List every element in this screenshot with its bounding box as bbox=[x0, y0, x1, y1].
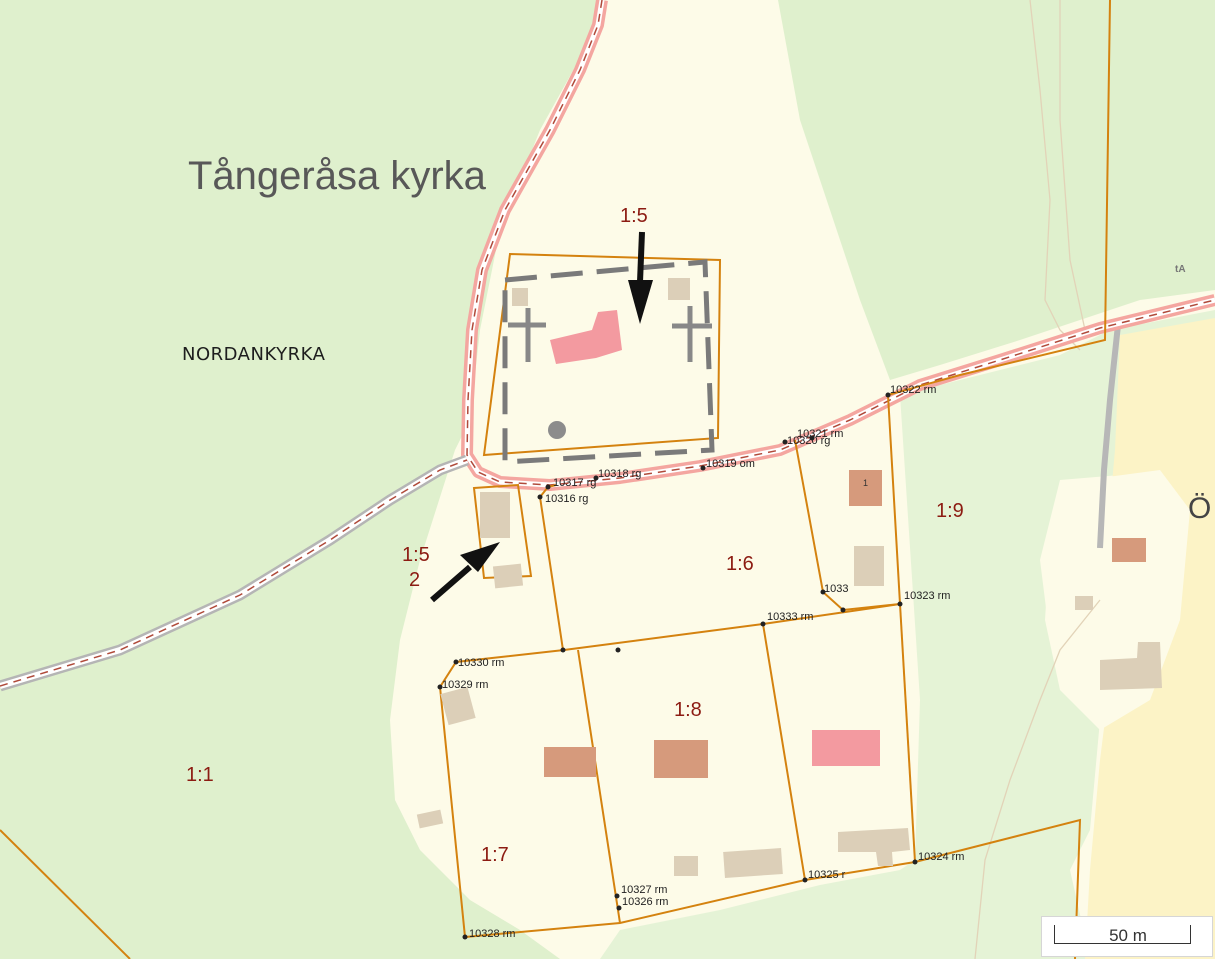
building bbox=[723, 848, 783, 878]
track-2 bbox=[1059, 0, 1086, 331]
point-label: 10317 rg bbox=[553, 477, 596, 489]
buildings bbox=[416, 470, 1162, 878]
point-label: 10328 rm bbox=[469, 928, 515, 940]
point-label: 1033 bbox=[824, 583, 848, 595]
cross-icon bbox=[508, 308, 546, 362]
parcel-label: 1:5 bbox=[620, 205, 648, 227]
place-title: Tångeråsa kyrka bbox=[188, 154, 487, 198]
building bbox=[812, 730, 880, 766]
parcel-label: 1:1 bbox=[186, 764, 214, 786]
building bbox=[838, 828, 910, 866]
building bbox=[1112, 538, 1146, 562]
parcel-label: 2 bbox=[409, 569, 420, 591]
building bbox=[674, 856, 698, 876]
point-label: 10318 rg bbox=[598, 468, 641, 480]
point-label: 10320 rg bbox=[787, 435, 830, 447]
forest-east bbox=[600, 310, 1215, 959]
survey-points bbox=[437, 392, 918, 940]
building bbox=[654, 740, 708, 778]
cross-icon bbox=[672, 306, 712, 362]
point-label: 10316 rg bbox=[545, 493, 588, 505]
scale-line bbox=[1054, 925, 1191, 944]
point-label: 10324 rm bbox=[918, 851, 964, 863]
churchyard bbox=[502, 259, 715, 465]
bell-tower-icon bbox=[548, 421, 566, 439]
point-label: 10326 rm bbox=[622, 896, 668, 908]
parcel-label: 1:9 bbox=[936, 500, 964, 522]
edge-label: Ö bbox=[1188, 492, 1211, 525]
building bbox=[492, 563, 524, 589]
point-label: 10333 rm bbox=[767, 611, 813, 623]
building bbox=[1100, 642, 1162, 690]
scale-bar: 50 m bbox=[1041, 916, 1213, 957]
building-number: 1 bbox=[863, 478, 868, 488]
church-building bbox=[550, 310, 622, 364]
parcel-label: 1:6 bbox=[726, 553, 754, 575]
building bbox=[440, 686, 476, 726]
point-label: 10330 rm bbox=[458, 657, 504, 669]
scale-label: 50 m bbox=[1109, 926, 1147, 945]
track-3 bbox=[974, 599, 1101, 959]
main-road bbox=[461, 0, 1215, 491]
building bbox=[1075, 596, 1093, 610]
arrow-icon-down bbox=[628, 231, 653, 324]
parcel-label: 1:8 bbox=[674, 699, 702, 721]
area-name: NORDANKYRKA bbox=[182, 344, 326, 365]
building bbox=[668, 278, 690, 300]
point-label: 10321 rm bbox=[797, 428, 843, 440]
point-label: 10323 rm bbox=[904, 590, 950, 602]
point-label: 10322 rm bbox=[890, 384, 936, 396]
arrow-icon-up-right bbox=[430, 542, 500, 603]
road-west bbox=[0, 454, 469, 692]
building bbox=[854, 546, 884, 586]
forest-west bbox=[0, 0, 600, 959]
building bbox=[416, 809, 444, 829]
small-tag: tA bbox=[1175, 264, 1186, 275]
building bbox=[512, 288, 528, 306]
parcel-label: 1:5 bbox=[402, 544, 430, 566]
point-label: 10327 rm bbox=[621, 884, 667, 896]
point-label: 10325 r bbox=[808, 869, 846, 881]
track-1 bbox=[1029, 0, 1081, 351]
access-road bbox=[1097, 324, 1121, 549]
building bbox=[544, 747, 596, 777]
point-label: 10319 om bbox=[706, 458, 755, 470]
point-label: 10329 rm bbox=[442, 679, 488, 691]
parcel-label: 1:7 bbox=[481, 844, 509, 866]
building bbox=[849, 470, 882, 506]
building bbox=[480, 492, 510, 538]
